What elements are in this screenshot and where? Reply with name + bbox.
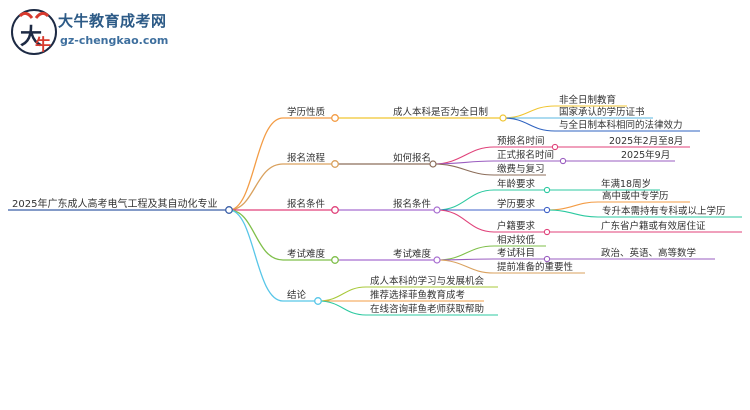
svg-text:大: 大 <box>20 24 42 50</box>
branch-label-academic-nature: 学历性质 <box>287 106 326 118</box>
node-dot-root <box>225 206 233 214</box>
svg-text:牛: 牛 <box>35 35 51 54</box>
node-dot-b4 <box>314 297 322 305</box>
node-dot-b0-sub <box>499 114 507 122</box>
sub-label-full-time: 成人本科是否为全日制 <box>393 106 488 118</box>
leaf-label-age-requirement: 年龄要求 <box>497 178 536 190</box>
node-dot-b1-l0 <box>551 143 559 151</box>
site-title: 大牛教育成考网 <box>58 12 167 30</box>
root-label: 2025年广东成人高考电气工程及其自动化专业 <box>12 197 217 210</box>
node-dot-b2-l2 <box>543 228 551 236</box>
branch-label-conclusion: 结论 <box>287 289 307 301</box>
branch-label-registration-conditions: 报名条件 <box>287 198 326 210</box>
node-dots <box>225 114 567 305</box>
leaf-label-early-preparation: 提前准备的重要性 <box>497 261 574 273</box>
value-label-upgrade-requirement: 专升本需持有专科或以上学历 <box>602 205 726 217</box>
connector-b0-l0 <box>502 105 556 119</box>
leaf-label-payment-review: 缴费与复习 <box>497 163 545 175</box>
node-dot-b2-sub <box>433 206 441 214</box>
leaf-label-part-time: 非全日制教育 <box>559 94 616 106</box>
connector-b0-l2 <box>502 117 556 132</box>
site-url: gz-chengkao.com <box>60 34 169 47</box>
connector-b2-l2 <box>436 209 495 233</box>
sub-label-how-to-register: 如何报名 <box>393 152 431 164</box>
branch-label-registration-process: 报名流程 <box>287 152 326 164</box>
connector-root-b0 <box>228 117 284 211</box>
bull-logo-icon: 大 牛 <box>11 9 57 55</box>
underlines <box>8 105 742 316</box>
node-labels: 2025年广东成人高考电气工程及其自动化专业 学历性质 报名流程 报名条件 考试… <box>12 94 726 315</box>
connector-root-b4 <box>228 209 284 302</box>
leaf-label-online-consult: 在线咨询菲鱼老师获取帮助 <box>370 303 484 315</box>
connectors <box>228 105 605 316</box>
value-label-high-school: 高中或中专学历 <box>602 190 669 202</box>
leaf-label-education-requirement: 学历要求 <box>497 198 536 210</box>
leaf-label-formal-registration-time: 正式报名时间 <box>497 149 554 161</box>
node-dot-b2-l1 <box>543 206 551 214</box>
sub-label-registration-conditions: 报名条件 <box>393 198 432 210</box>
leaf-label-relatively-low: 相对较低 <box>497 234 536 246</box>
connector-b2-v1b <box>546 209 599 218</box>
value-label-age-requirement: 年满18周岁 <box>601 178 651 190</box>
node-dot-b3 <box>331 256 339 264</box>
connector-root-b1 <box>228 163 284 211</box>
value-label-formal-registration-time: 2025年9月 <box>621 149 670 161</box>
node-dot-b1-l1 <box>559 157 567 165</box>
node-dot-b1-sub <box>429 160 437 168</box>
leaf-label-exam-subjects: 考试科目 <box>497 247 535 259</box>
value-label-exam-subjects: 政治、英语、高等数学 <box>601 247 696 259</box>
connector-b3-l2 <box>436 259 495 274</box>
connector-b1-l2 <box>432 163 495 176</box>
connector-b3-l0 <box>436 245 495 261</box>
node-dot-b0 <box>331 114 339 122</box>
leaf-label-legal-effect: 与全日制本科相同的法律效力 <box>559 119 683 131</box>
connector-root-b3 <box>228 209 284 261</box>
node-dot-b3-sub <box>433 256 441 264</box>
site-logo[interactable]: 大 牛 大牛教育成考网 gz-chengkao.com <box>8 6 178 62</box>
connector-b4-l0 <box>317 286 367 302</box>
value-label-residence-requirement: 广东省户籍或有效居住证 <box>601 220 706 232</box>
leaf-label-recommend-feiyu: 推荐选择菲鱼教育成考 <box>370 289 465 301</box>
value-label-pre-registration-time: 2025年2月至8月 <box>609 135 683 147</box>
connector-b1-l1 <box>432 160 495 165</box>
sub-label-exam-difficulty: 考试难度 <box>393 248 432 260</box>
node-dot-b2 <box>331 206 339 214</box>
node-dot-b1 <box>331 160 339 168</box>
leaf-label-certificate: 国家承认的学历证书 <box>559 106 645 118</box>
connector-b2-v1a <box>546 201 599 211</box>
connector-b2-l0 <box>436 189 495 211</box>
branch-label-exam-difficulty: 考试难度 <box>287 248 326 260</box>
node-dot-b3-l1 <box>543 255 551 263</box>
leaf-label-learning-opportunity: 成人本科的学习与发展机会 <box>370 275 485 287</box>
leaf-label-residence-requirement: 户籍要求 <box>497 220 536 232</box>
connector-b4-l2 <box>317 300 367 316</box>
leaf-label-pre-registration-time: 预报名时间 <box>497 135 545 147</box>
node-dot-b2-l0 <box>543 186 551 194</box>
